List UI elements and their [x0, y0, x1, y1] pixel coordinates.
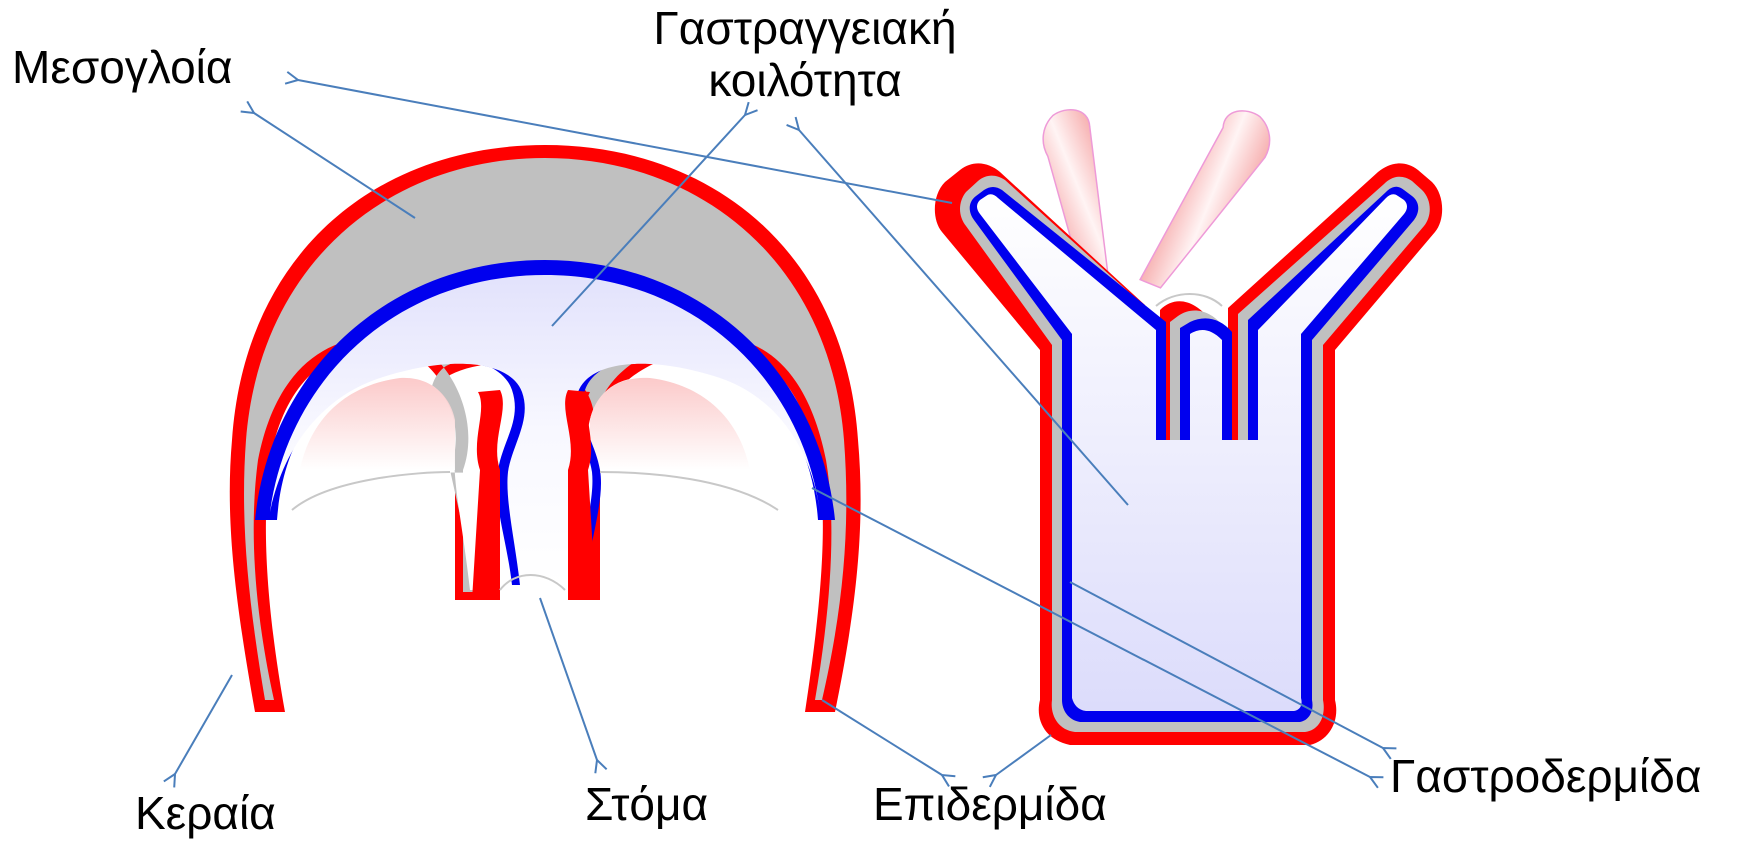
arrow-mesogloia-medusa	[254, 113, 415, 218]
arrow-stoma	[540, 598, 597, 760]
label-stoma: Στόμα	[585, 779, 708, 831]
label-gastrodermida: Γαστροδερμίδα	[1390, 751, 1701, 803]
label-gastrovascular-cavity-line1: Γαστραγγειακή	[640, 3, 970, 55]
label-keraia: Κεραία	[135, 788, 276, 840]
label-mesogloia: Μεσογλοία	[12, 42, 233, 94]
arrow-keraia	[175, 675, 232, 774]
medusa	[230, 145, 861, 712]
polyp-tentacle-right	[1140, 97, 1279, 306]
label-epidermida: Επιδερμίδα	[873, 779, 1107, 831]
label-gastrovascular-cavity-line2: κοιλότητα	[640, 55, 970, 107]
label-gastrovascular-cavity: Γαστραγγειακή κοιλότητα	[640, 3, 970, 106]
arrow-epidermida-polyp	[996, 735, 1051, 775]
polyp	[935, 97, 1442, 745]
arrow-epidermida-medusa	[822, 700, 942, 775]
